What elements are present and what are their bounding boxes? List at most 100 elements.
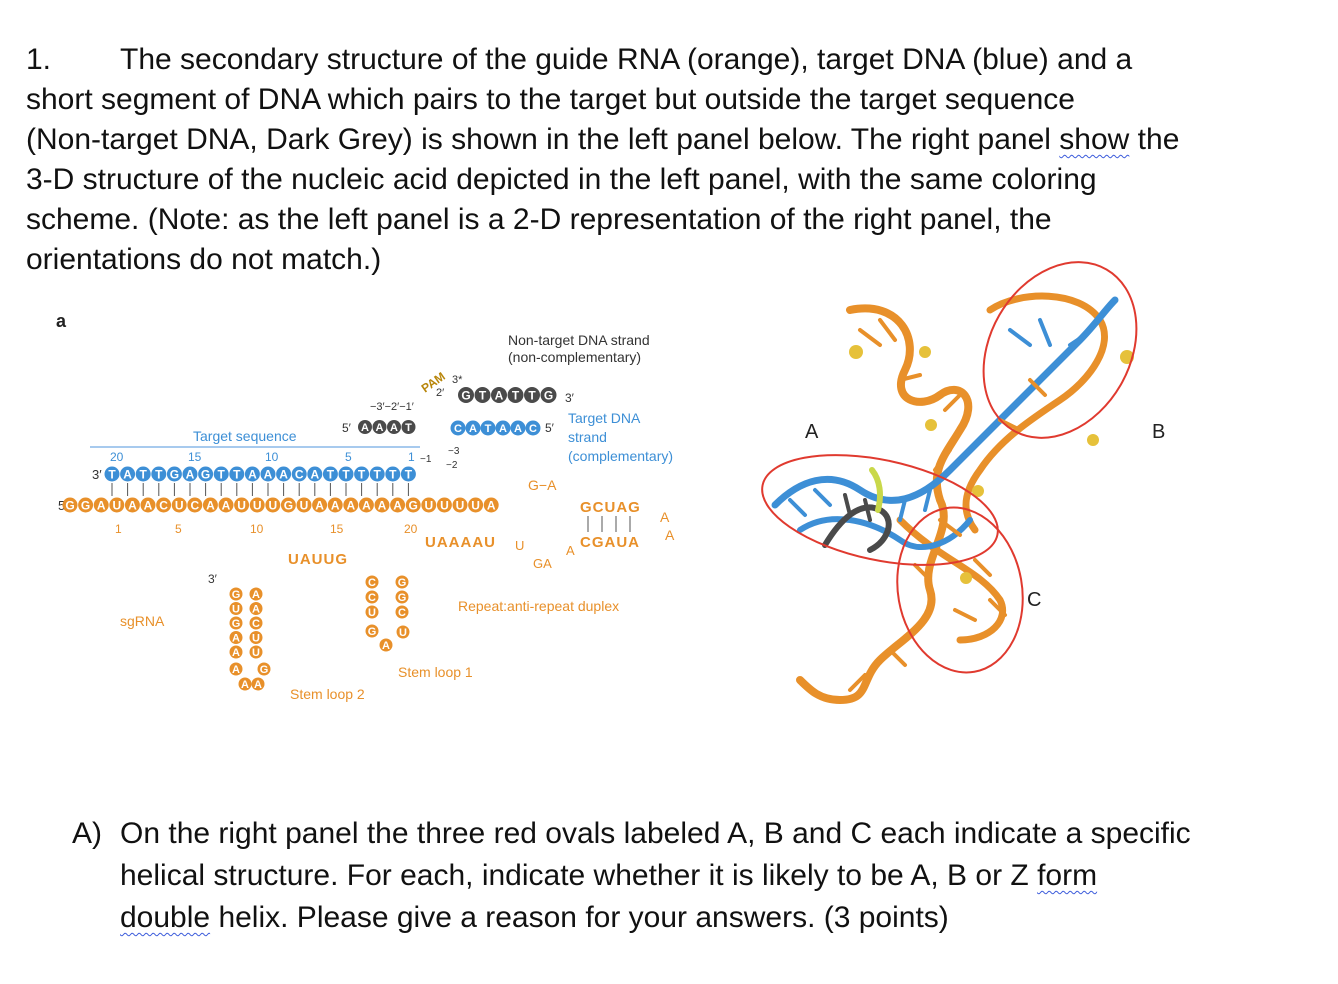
sl2-left-base-bead xyxy=(229,602,243,615)
question-line-4: 3-D structure of the nucleic acid depict… xyxy=(26,163,1097,196)
repeat-top: GCUAG xyxy=(580,499,641,516)
nontarget-base-letter: A xyxy=(495,388,504,402)
target-label-1: Target DNA xyxy=(568,410,641,426)
target-base-letter: A xyxy=(123,467,132,481)
a-base: A xyxy=(566,543,575,558)
minus-1: −1 xyxy=(420,454,432,465)
nucleotide-stick xyxy=(973,558,992,577)
target-label-3: (complementary) xyxy=(568,448,673,464)
nucleotide-stick xyxy=(848,673,867,692)
sgrna-base-letter: A xyxy=(128,498,137,512)
sl2-loop-base-letter: G xyxy=(260,664,269,676)
sl1-loop-base-letter: U xyxy=(399,627,407,639)
sgrna-base-bead xyxy=(93,497,109,513)
pam-segment xyxy=(869,467,883,513)
stem-loop-1-label: Stem loop 1 xyxy=(398,664,473,680)
target-base-bead xyxy=(166,466,182,482)
topleft-base-bead xyxy=(387,420,401,434)
question-text: the xyxy=(1137,123,1180,156)
target-top-base-bead xyxy=(465,420,481,436)
ion-sphere xyxy=(849,345,863,359)
sgrna-base-bead xyxy=(343,497,359,513)
sgrna-base-letter: G xyxy=(81,498,90,512)
target-base-letter: T xyxy=(233,467,241,481)
target-top-base-bead xyxy=(450,420,466,436)
question-block: 1.The secondary structure of the guide R… xyxy=(26,40,1316,280)
sl2-left-base-bead xyxy=(229,631,243,644)
nucleotide-stick xyxy=(858,328,882,347)
subquestion-line-2: helical structure. For each, indicate wh… xyxy=(72,855,1322,897)
sgrna-base-bead xyxy=(218,497,234,513)
sgrna-base-bead xyxy=(390,497,406,513)
sl1-left-base-letter: U xyxy=(368,607,376,619)
sgrna-base-bead xyxy=(358,497,374,513)
sl2-loop-base-letter: A xyxy=(232,664,240,676)
rna-backbone xyxy=(796,304,973,705)
sl1-right-base-letter: G xyxy=(398,592,407,604)
question-line-6: orientations do not match.) xyxy=(26,243,382,276)
target-base-letter: A xyxy=(310,467,319,481)
target-base-bead xyxy=(354,466,370,482)
ion-sphere xyxy=(919,346,931,358)
sl1-loop-base-letter: G xyxy=(368,626,377,638)
nucleotide-stick xyxy=(843,493,852,517)
sgrna-base-letter: U xyxy=(237,498,246,512)
nucleotide-stick xyxy=(1008,328,1032,347)
sgrna-base-letter: A xyxy=(97,498,106,512)
question-line-1: 1.The secondary structure of the guide R… xyxy=(26,40,1316,80)
rna-number: 10 xyxy=(250,522,264,536)
ion-sphere xyxy=(925,419,937,431)
sl2-left-base-letter: A xyxy=(232,647,240,659)
stem1-top: UAUUG xyxy=(288,551,348,568)
target-base-bead xyxy=(385,466,401,482)
target-base-letter: T xyxy=(140,467,148,481)
target-top-base-bead xyxy=(495,420,511,436)
sgrna-base-bead xyxy=(452,497,468,513)
sgrna-base-letter: A xyxy=(378,498,387,512)
nucleotide-stick xyxy=(1068,333,1087,347)
sl2-right-base-letter: A xyxy=(252,589,260,601)
sl2-loop-base-bead xyxy=(238,677,252,691)
sgrna-base-letter: U xyxy=(424,498,433,512)
sgrna-base-bead xyxy=(109,497,125,513)
sgrna-base-bead xyxy=(483,497,499,513)
ga-pair: G−A xyxy=(528,477,557,493)
topleft-base-bead xyxy=(401,420,416,434)
rna-number: 1 xyxy=(115,522,122,536)
target-base-letter: T xyxy=(155,467,163,481)
nucleotide-stick xyxy=(1028,378,1047,397)
target-base-bead xyxy=(198,466,214,482)
sgrna-base-bead xyxy=(202,497,218,513)
oval-c xyxy=(896,506,1024,674)
target-base-letter: G xyxy=(201,467,210,481)
nucleotide-stick xyxy=(953,608,977,622)
rna-number: 20 xyxy=(404,522,418,536)
target-base-letter: T xyxy=(405,467,413,481)
lower-seq: UAAAAU xyxy=(425,534,496,551)
rna-backbone-2 xyxy=(962,292,1108,534)
sl2-left-base-letter: U xyxy=(232,603,240,615)
nucleotide-stick xyxy=(933,448,952,472)
sl1-right-base-bead xyxy=(395,590,409,604)
target-top-base-letter: T xyxy=(485,423,492,435)
question-number: 1. xyxy=(26,43,52,76)
nucleotide-stick xyxy=(898,373,922,382)
sgrna-base-bead xyxy=(265,497,281,513)
sl1-loop-base-bead xyxy=(379,638,393,652)
target-base-letter: C xyxy=(295,467,304,481)
target-base-bead xyxy=(244,466,260,482)
sl2-left-base-letter: A xyxy=(232,632,240,644)
nucleotide-stick xyxy=(913,563,932,582)
target-base-bead xyxy=(182,466,198,482)
ion-sphere xyxy=(1087,434,1099,446)
sgrna-base-letter: U xyxy=(112,498,121,512)
sgrna-base-letter: G xyxy=(409,498,418,512)
target-base-bead xyxy=(135,466,151,482)
sgrna-base-letter: A xyxy=(331,498,340,512)
oval-b xyxy=(982,261,1138,439)
sgrna-base-bead xyxy=(280,497,296,513)
target-base-letter: T xyxy=(374,467,382,481)
